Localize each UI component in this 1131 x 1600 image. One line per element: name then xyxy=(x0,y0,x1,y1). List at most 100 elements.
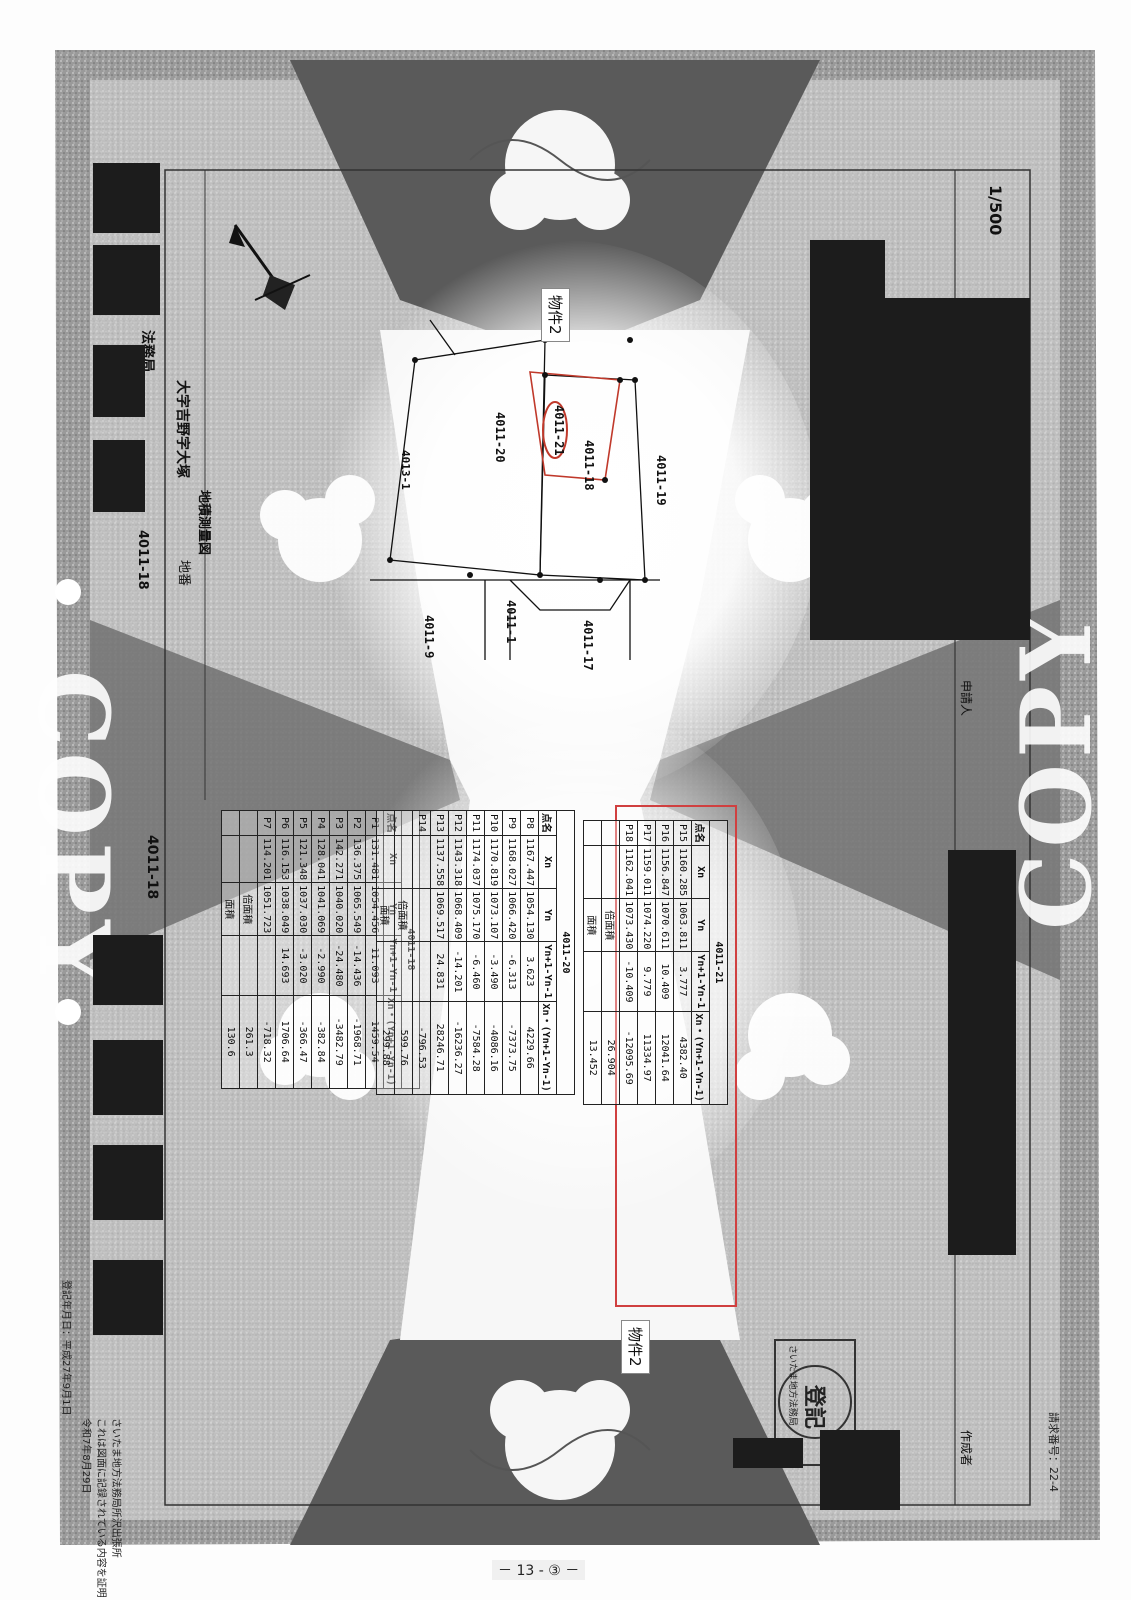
table-cell: 1063.811 xyxy=(673,898,692,952)
table-cell: -16236.27 xyxy=(448,1001,467,1095)
table-title: 4011-20 xyxy=(556,810,575,1095)
table-cell: 142.271 xyxy=(329,835,348,883)
table-cell: -796.53 xyxy=(412,1001,431,1095)
copy-watermark-right: COPY xyxy=(1000,605,1113,930)
table-cell: 26.904 xyxy=(601,1011,620,1105)
maker-label: 作成者 xyxy=(959,1430,973,1467)
table-row: 倍面積 261.3 xyxy=(239,810,258,1089)
lot-label-4011-18: 4011-18 xyxy=(582,440,596,491)
table-cell: 倍面積 xyxy=(239,882,258,936)
table-cell: P18 xyxy=(619,820,638,846)
area-value: 大字吉野字大塚 xyxy=(174,380,190,478)
table-cell: 1041.069 xyxy=(311,882,330,936)
table-cell xyxy=(601,820,620,846)
lot-label-4013-1: 4013-1 xyxy=(399,450,412,490)
table-cell: -3482.79 xyxy=(329,995,348,1089)
redaction-block xyxy=(948,850,1016,1255)
table-cell: P11 xyxy=(466,810,485,836)
table-cell xyxy=(583,951,602,1012)
table-cell: 1167.447 xyxy=(520,835,539,889)
table-cell xyxy=(412,941,431,1002)
table-cell: P8 xyxy=(520,810,539,836)
table-cell xyxy=(394,941,413,1002)
table-cell: 12041.64 xyxy=(655,1011,674,1105)
redaction-block xyxy=(93,935,163,1005)
table-cell: 128.041 xyxy=(311,835,330,883)
seal-text: 登記 xyxy=(801,1385,826,1430)
table-cell: P4 xyxy=(311,810,330,836)
table-cell: -10.409 xyxy=(619,951,638,1012)
table-cell: -7584.28 xyxy=(466,1001,485,1095)
table-cell: P16 xyxy=(655,820,674,846)
lot-label-4011-1: 4011-1 xyxy=(504,600,518,644)
table-cell: 1066.420 xyxy=(502,888,521,942)
table-cell: 13.452 xyxy=(583,1011,602,1105)
table-cell xyxy=(601,951,620,1012)
table-cell xyxy=(583,845,602,899)
table-cell: 1054.130 xyxy=(520,888,539,942)
table-cell xyxy=(412,835,431,889)
table-cell: 130.6 xyxy=(221,995,240,1089)
table-header-cell: Xn・(Yn+1-Yn-1) xyxy=(538,1001,557,1095)
table-cell: -6.460 xyxy=(466,941,485,1002)
table-header-cell: Yn+1-Yn-1 xyxy=(538,941,557,1002)
table-cell: 1038.049 xyxy=(275,882,294,936)
table-cell: P2 xyxy=(347,810,366,836)
official-seal xyxy=(774,1339,856,1466)
table-cell: 1051.723 xyxy=(257,882,276,936)
table-cell: 24.831 xyxy=(430,941,449,1002)
table-cell: -6.313 xyxy=(502,941,521,1002)
table-cell: 倍面積 xyxy=(601,898,620,952)
table-cell: -3.490 xyxy=(484,941,503,1002)
table-cell: -3.020 xyxy=(293,935,312,996)
table-cell xyxy=(394,810,413,836)
table-cell: P15 xyxy=(673,820,692,846)
table-cell: 1068.409 xyxy=(448,888,467,942)
table-cell: -7373.75 xyxy=(502,1001,521,1095)
table-cell: 1075.170 xyxy=(466,888,485,942)
redaction-block xyxy=(93,1145,163,1220)
redaction-block xyxy=(93,163,160,233)
table-cell: 面積 xyxy=(376,888,395,942)
table-cell xyxy=(257,935,276,996)
page-number: － 13 - ③ － xyxy=(492,1560,586,1580)
table-cell: -24.480 xyxy=(329,935,348,996)
table-cell: -1968.71 xyxy=(347,995,366,1089)
table-cell: 1143.318 xyxy=(448,835,467,889)
table-header-cell: 点名 xyxy=(538,810,557,836)
table-cell: 14.693 xyxy=(275,935,294,996)
table-cell xyxy=(239,935,258,996)
table-cell xyxy=(376,835,395,889)
table-cell xyxy=(601,845,620,899)
table-cell: 116.153 xyxy=(275,835,294,883)
table-cell: 3.777 xyxy=(673,951,692,1012)
lot-label-4011-19: 4011-19 xyxy=(654,455,668,506)
table-cell: -718.32 xyxy=(257,995,276,1089)
request-number: 請求番号：22-4 xyxy=(1047,1412,1060,1492)
table-cell: 1168.027 xyxy=(502,835,521,889)
table-cell: 倍面積 xyxy=(394,888,413,942)
table-cell: 136.375 xyxy=(347,835,366,883)
table-title: 4011-21 xyxy=(709,820,728,1105)
table-cell: -4086.16 xyxy=(484,1001,503,1095)
table-cell: 261.3 xyxy=(239,995,258,1089)
table-cell: 4229.66 xyxy=(520,1001,539,1095)
location-value: 4011-18 xyxy=(135,530,150,590)
applicant-label: 申請人 xyxy=(959,680,973,717)
table-cell xyxy=(412,888,431,942)
table-cell: P13 xyxy=(430,810,449,836)
lot-boundary-4011-20 xyxy=(389,339,546,576)
table-cell: 1069.517 xyxy=(430,888,449,942)
